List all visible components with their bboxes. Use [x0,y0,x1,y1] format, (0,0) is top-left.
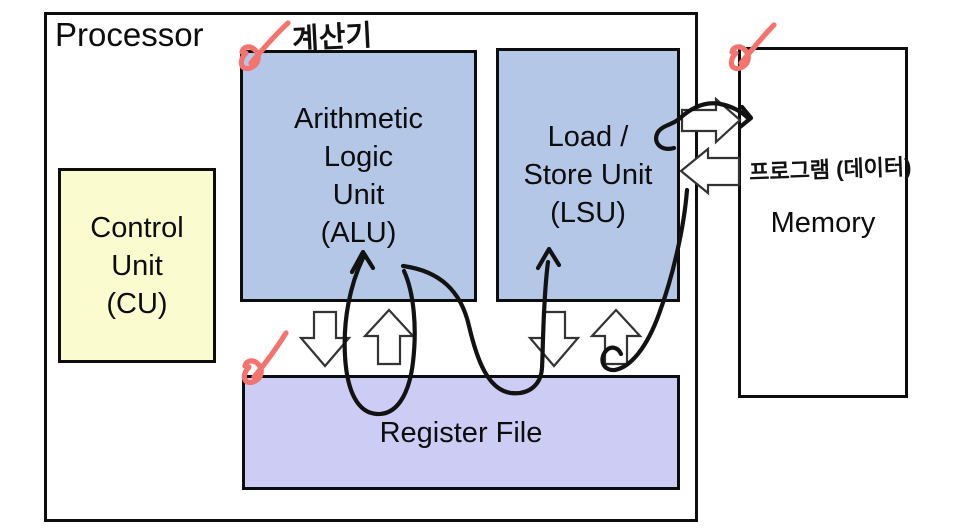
lsu-label-line3: (LSU) [550,197,626,229]
register-file-label: Register File [379,416,543,449]
alu-label-line3: Unit [332,179,385,211]
alu-box: Arithmetic Logic Unit (ALU) [240,50,477,302]
handwritten-note-calculator: 계산기 [291,19,373,57]
alu-label-line2: Logic [323,141,394,173]
control-unit-box: Control Unit (CU) [58,168,216,363]
alu-label-line1: Arithmetic [294,103,423,135]
control-unit-label-line3: (CU) [106,287,168,320]
register-file-box: Register File [242,375,680,490]
lsu-label-line2: Store Unit [523,159,653,191]
control-unit-label-line2: Unit [111,249,163,282]
processor-title: Processor [55,16,204,53]
memory-label: Memory [770,206,876,239]
memory-box: Memory [738,47,908,398]
control-unit-label-line1: Control [90,211,184,244]
handwritten-note-program-data: 프로그램 (데이터) [748,154,912,185]
lsu-box: Load / Store Unit (LSU) [496,48,680,302]
lsu-label-line1: Load / [547,121,629,153]
alu-label-line4: (ALU) [320,217,397,249]
